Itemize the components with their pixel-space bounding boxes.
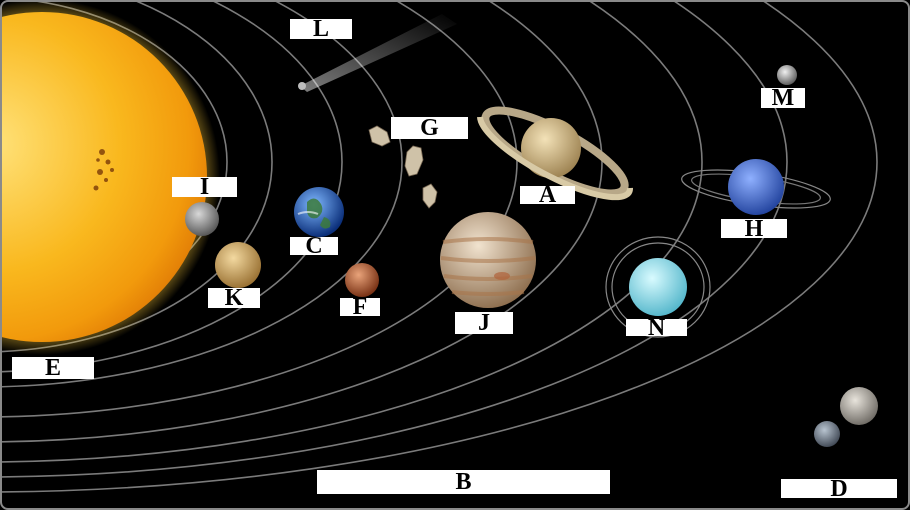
charon: [814, 421, 840, 447]
saturn: [477, 106, 634, 201]
earth: [294, 187, 344, 237]
small-moon: [777, 65, 797, 85]
orbit-1: [2, 2, 228, 328]
label-e: E: [12, 356, 94, 380]
orbit-5: [2, 2, 518, 418]
pluto: [840, 387, 878, 425]
label-c: C: [290, 234, 338, 258]
label-k: K: [208, 286, 260, 310]
label-h: H: [721, 217, 787, 241]
comet: [298, 14, 457, 92]
mars: [345, 263, 379, 297]
orbit-8: [2, 2, 788, 478]
label-a: A: [520, 183, 575, 207]
label-j: J: [455, 311, 513, 335]
label-g: G: [391, 116, 468, 140]
orbit-2: [2, 2, 273, 353]
asteroids: [368, 125, 438, 209]
venus: [215, 242, 261, 288]
orbits: [2, 2, 878, 493]
neptune: [681, 159, 831, 215]
label-d: D: [781, 477, 897, 501]
label-l: L: [290, 17, 352, 41]
orbit-6: [2, 2, 603, 443]
jupiter: [440, 212, 536, 308]
mercury: [185, 202, 219, 236]
orbit-4: [2, 2, 403, 388]
label-f: F: [340, 295, 380, 319]
label-i: I: [172, 175, 237, 199]
sun: [2, 2, 220, 355]
label-n: N: [626, 316, 687, 340]
orbit-9: [2, 2, 878, 493]
label-m: M: [761, 86, 805, 110]
orbit-7: [2, 2, 703, 463]
orbit-3: [2, 2, 343, 373]
uranus: [605, 236, 711, 338]
label-b: B: [317, 470, 610, 494]
